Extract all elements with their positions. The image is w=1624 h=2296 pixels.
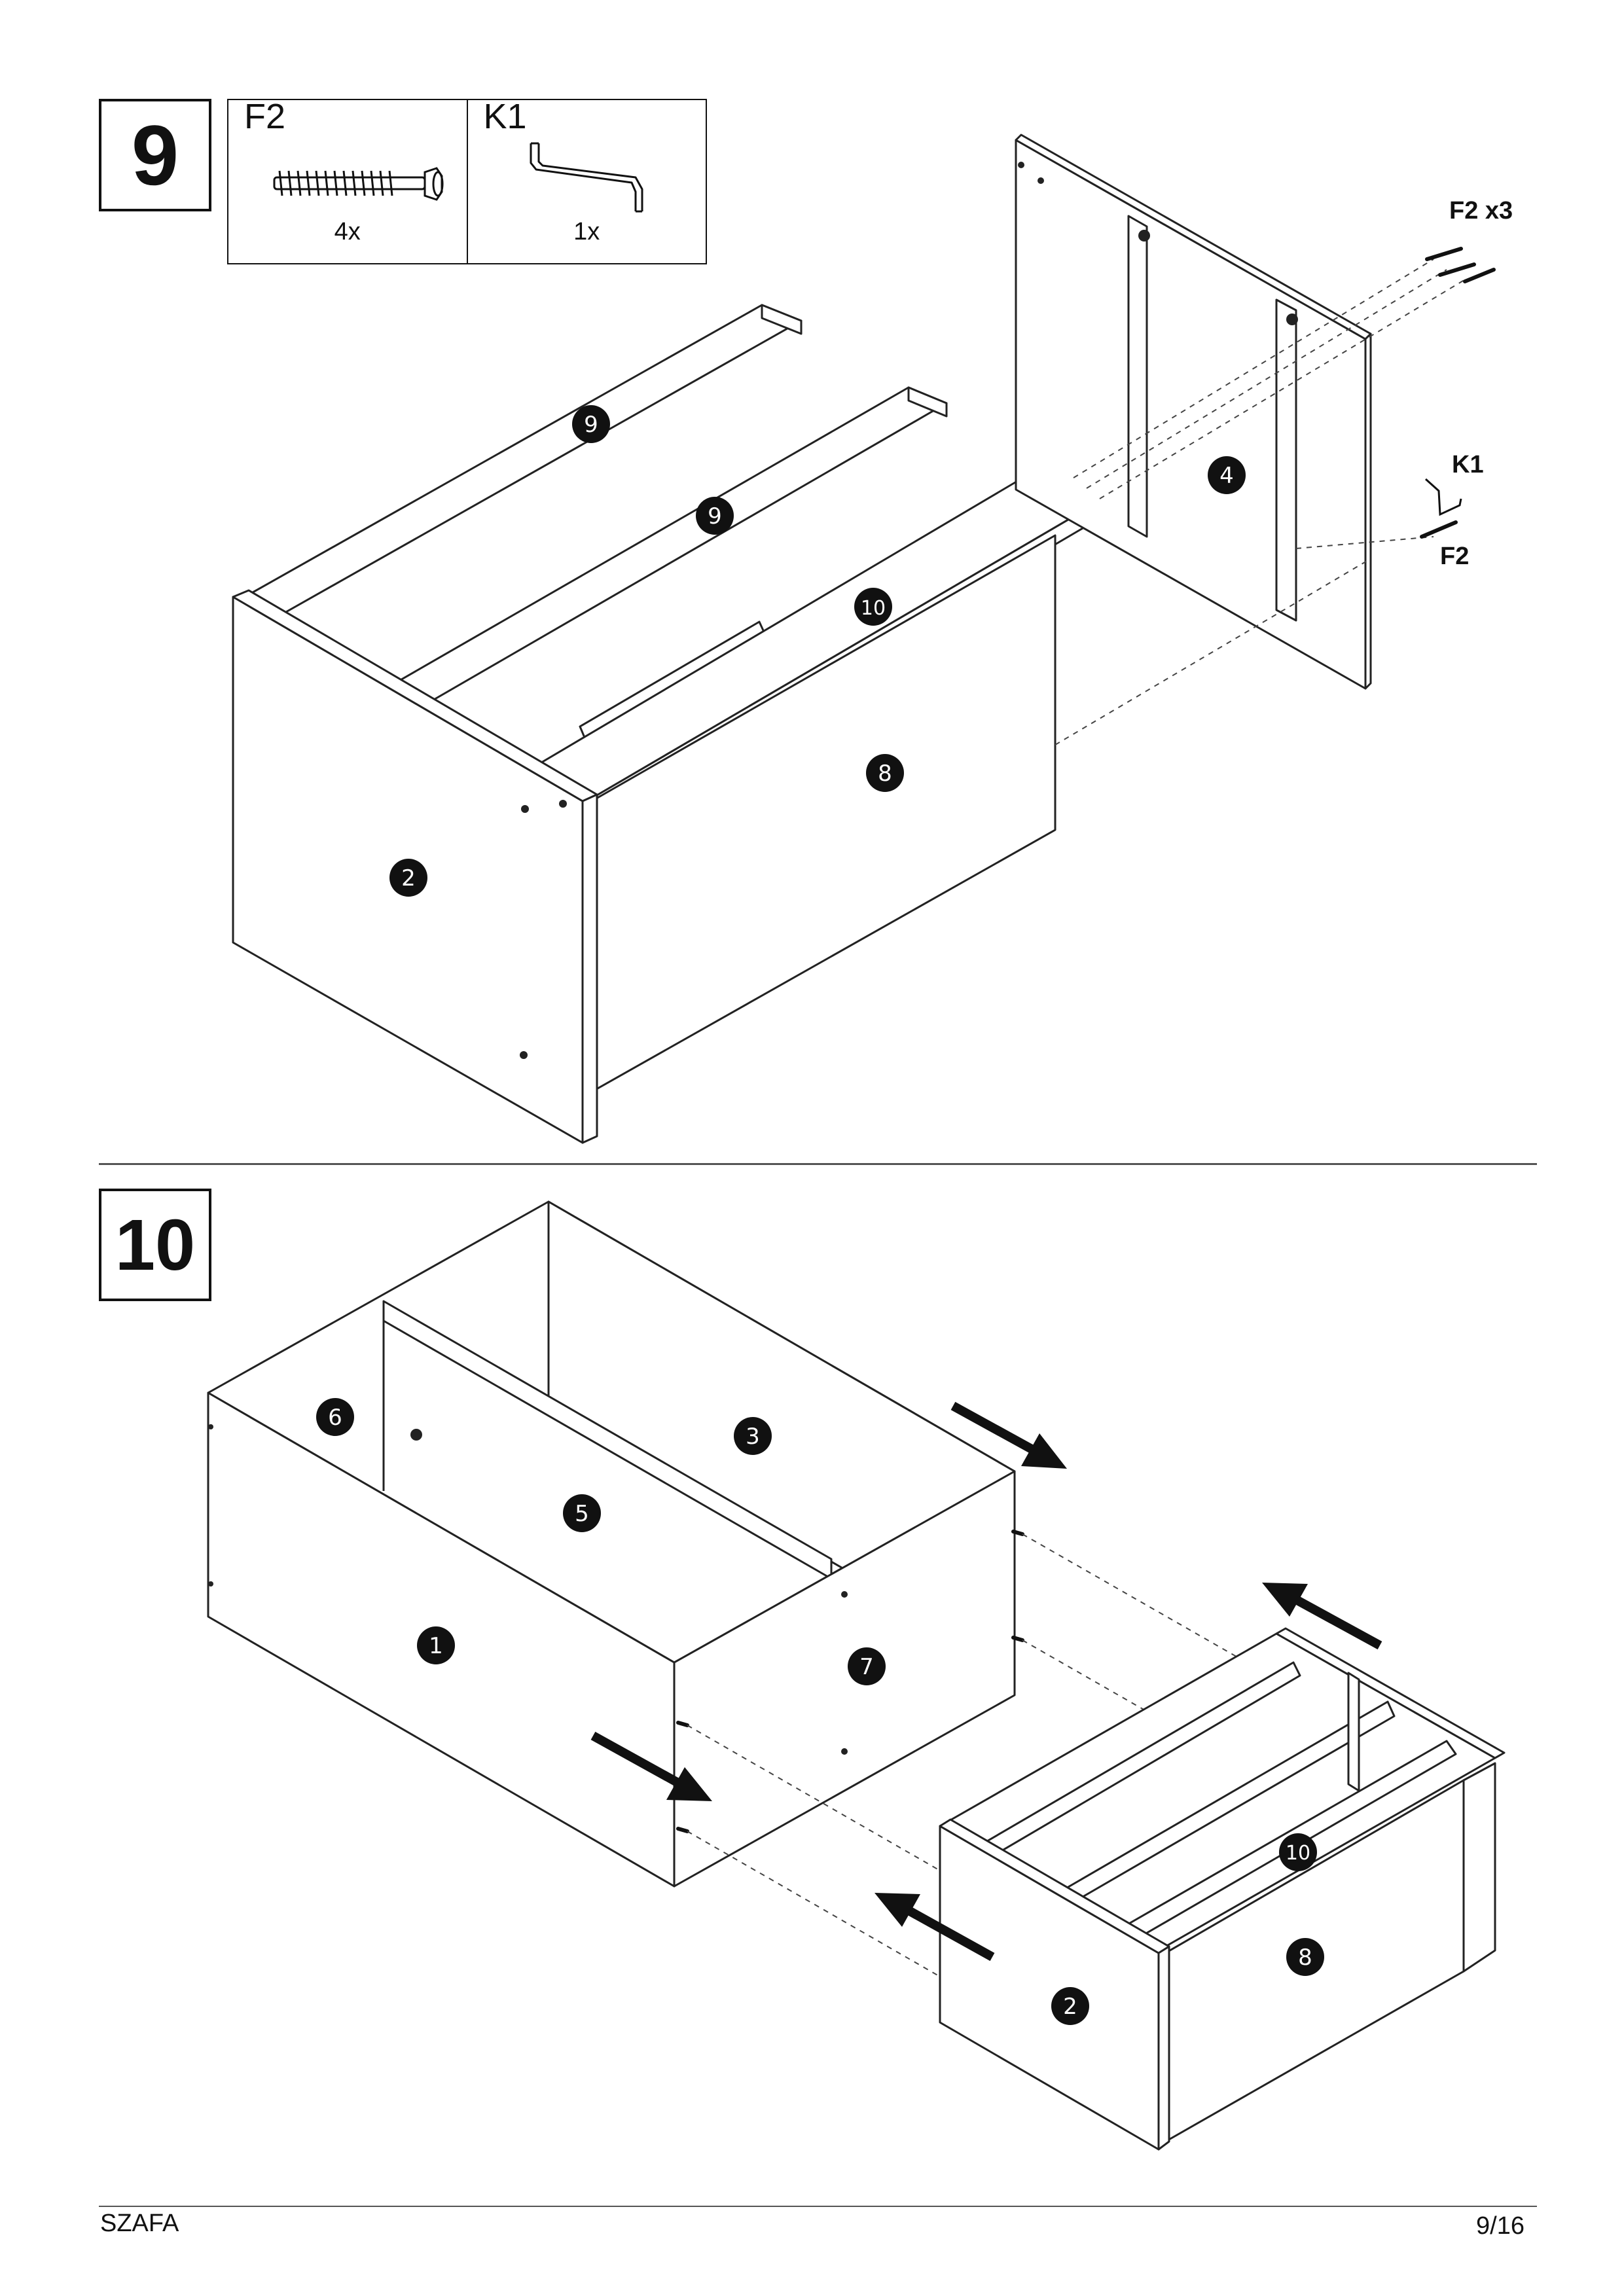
badge-panel-7: 7 bbox=[848, 1647, 886, 1685]
page-number: 9/16 bbox=[1476, 2212, 1525, 2240]
badge-panel-8: 8 bbox=[1286, 1938, 1324, 1976]
badge-label: 2 bbox=[401, 865, 416, 891]
callout-k1: K1 bbox=[1452, 451, 1484, 478]
badge-label: 10 bbox=[1286, 1842, 1310, 1865]
badge-label: 9 bbox=[584, 412, 598, 438]
badge-panel-9-middle: 9 bbox=[696, 497, 734, 535]
badge-label: 9 bbox=[708, 503, 722, 529]
step-10-number: 10 bbox=[115, 1204, 196, 1285]
part-qty: 1x bbox=[573, 218, 600, 245]
badge-label: 2 bbox=[1063, 1994, 1077, 2020]
parts-table: F2 4x K1 bbox=[227, 97, 707, 264]
badge-panel-9-back: 9 bbox=[572, 405, 610, 443]
badge-label: 3 bbox=[746, 1424, 760, 1450]
badge-panel-4: 4 bbox=[1208, 456, 1246, 494]
badge-panel-1: 1 bbox=[417, 1626, 455, 1664]
callout-f2-x3: F2 x3 bbox=[1449, 197, 1513, 224]
part-cell-k1: K1 1x bbox=[466, 97, 706, 263]
badge-label: 1 bbox=[429, 1633, 443, 1659]
step-9-number: 9 bbox=[131, 107, 179, 203]
section-divider bbox=[99, 1163, 1537, 1165]
part-code: F2 bbox=[244, 97, 286, 136]
footer-rule bbox=[99, 2206, 1537, 2207]
part-cell-f2: F2 4x bbox=[228, 97, 467, 263]
badge-label: 8 bbox=[1298, 1945, 1312, 1971]
badge-panel-10: 10 bbox=[1279, 1833, 1317, 1871]
footer-title: SZAFA bbox=[100, 2210, 179, 2237]
badge-label: 7 bbox=[859, 1654, 874, 1680]
badge-panel-2: 2 bbox=[389, 859, 427, 897]
badge-label: 4 bbox=[1219, 463, 1234, 489]
step-9-number-box: 9 bbox=[99, 99, 211, 211]
callout-f2: F2 bbox=[1440, 543, 1469, 570]
badge-panel-5: 5 bbox=[563, 1494, 601, 1532]
badge-label: 10 bbox=[861, 597, 886, 620]
dowel-screw-icon bbox=[273, 167, 444, 201]
part-code: K1 bbox=[483, 97, 527, 136]
badge-panel-3: 3 bbox=[734, 1417, 772, 1455]
badge-panel-6: 6 bbox=[316, 1398, 354, 1436]
badge-panel-8: 8 bbox=[866, 754, 904, 792]
part-qty: 4x bbox=[334, 218, 361, 245]
step-9-assembly-drawing: F2 x3 K1 F2 9 9 10 4 8 2 bbox=[232, 134, 1513, 1144]
step-10-number-box: 10 bbox=[99, 1189, 211, 1301]
badge-label: 8 bbox=[878, 761, 892, 787]
badge-label: 5 bbox=[575, 1501, 589, 1527]
badge-panel-10: 10 bbox=[854, 588, 892, 626]
badge-panel-2: 2 bbox=[1051, 1987, 1089, 2025]
allen-key-icon bbox=[530, 142, 643, 213]
badge-label: 6 bbox=[328, 1405, 342, 1431]
